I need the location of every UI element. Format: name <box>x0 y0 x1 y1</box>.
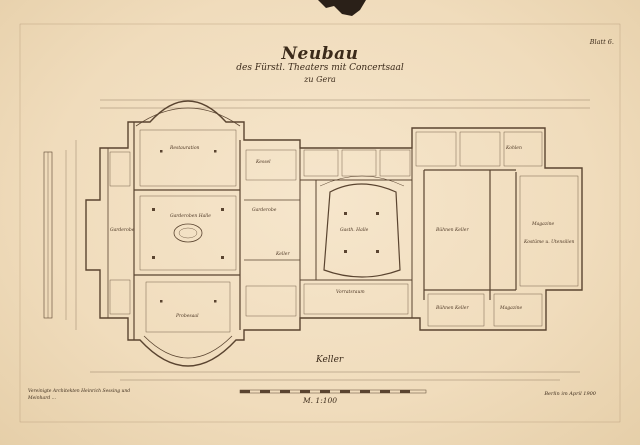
room-label: Kostüme u. Utensilien <box>524 240 575 245</box>
room-label: Bühnen Keller <box>436 306 469 311</box>
room-label: Magazine <box>500 306 523 311</box>
scale-label: M. 1:100 <box>302 396 338 405</box>
probesaal-apse <box>143 335 233 359</box>
column-markers <box>152 150 379 303</box>
hall-ellipse <box>173 223 203 243</box>
room-label: Kohlen <box>506 146 522 151</box>
room-label: Vorratsraum <box>336 290 365 295</box>
room-label: Keller <box>276 252 290 257</box>
room-label: Garderobe <box>110 228 135 233</box>
sheet-number: Blatt 6. <box>589 38 614 46</box>
room-label: Kessel <box>256 160 271 165</box>
building-outline <box>85 100 583 367</box>
room-label: Garderobe <box>252 208 277 213</box>
room-label: Gasth. Halle <box>340 228 369 233</box>
floor-label: Keller <box>316 355 344 365</box>
room-label: Restauration <box>170 146 200 151</box>
restauration-apse <box>135 107 241 127</box>
drawing-date: Berlin im April 1900 <box>544 391 596 397</box>
detail-rooms <box>109 129 579 333</box>
drawing-city: zu Gera <box>304 75 336 84</box>
paper-tear <box>318 0 366 16</box>
hall-ellipse-inner <box>178 227 198 239</box>
sheet-border <box>19 23 621 423</box>
scale-bar-segments <box>240 390 410 393</box>
room-label: Magazine <box>532 222 555 227</box>
drawing-subtitle: des Fürstl. Theaters mit Concertsaal <box>236 63 404 73</box>
architect-credits: Vereinigte Architekten Heinrich Sessing … <box>28 389 131 401</box>
auditorium-horseshoe <box>323 183 401 278</box>
room-label: Bühnen Keller <box>436 228 469 233</box>
drawing-title: Neubau <box>281 44 359 64</box>
room-label: Probesaal <box>176 314 199 319</box>
room-label: Garderoben Halle <box>170 214 211 219</box>
